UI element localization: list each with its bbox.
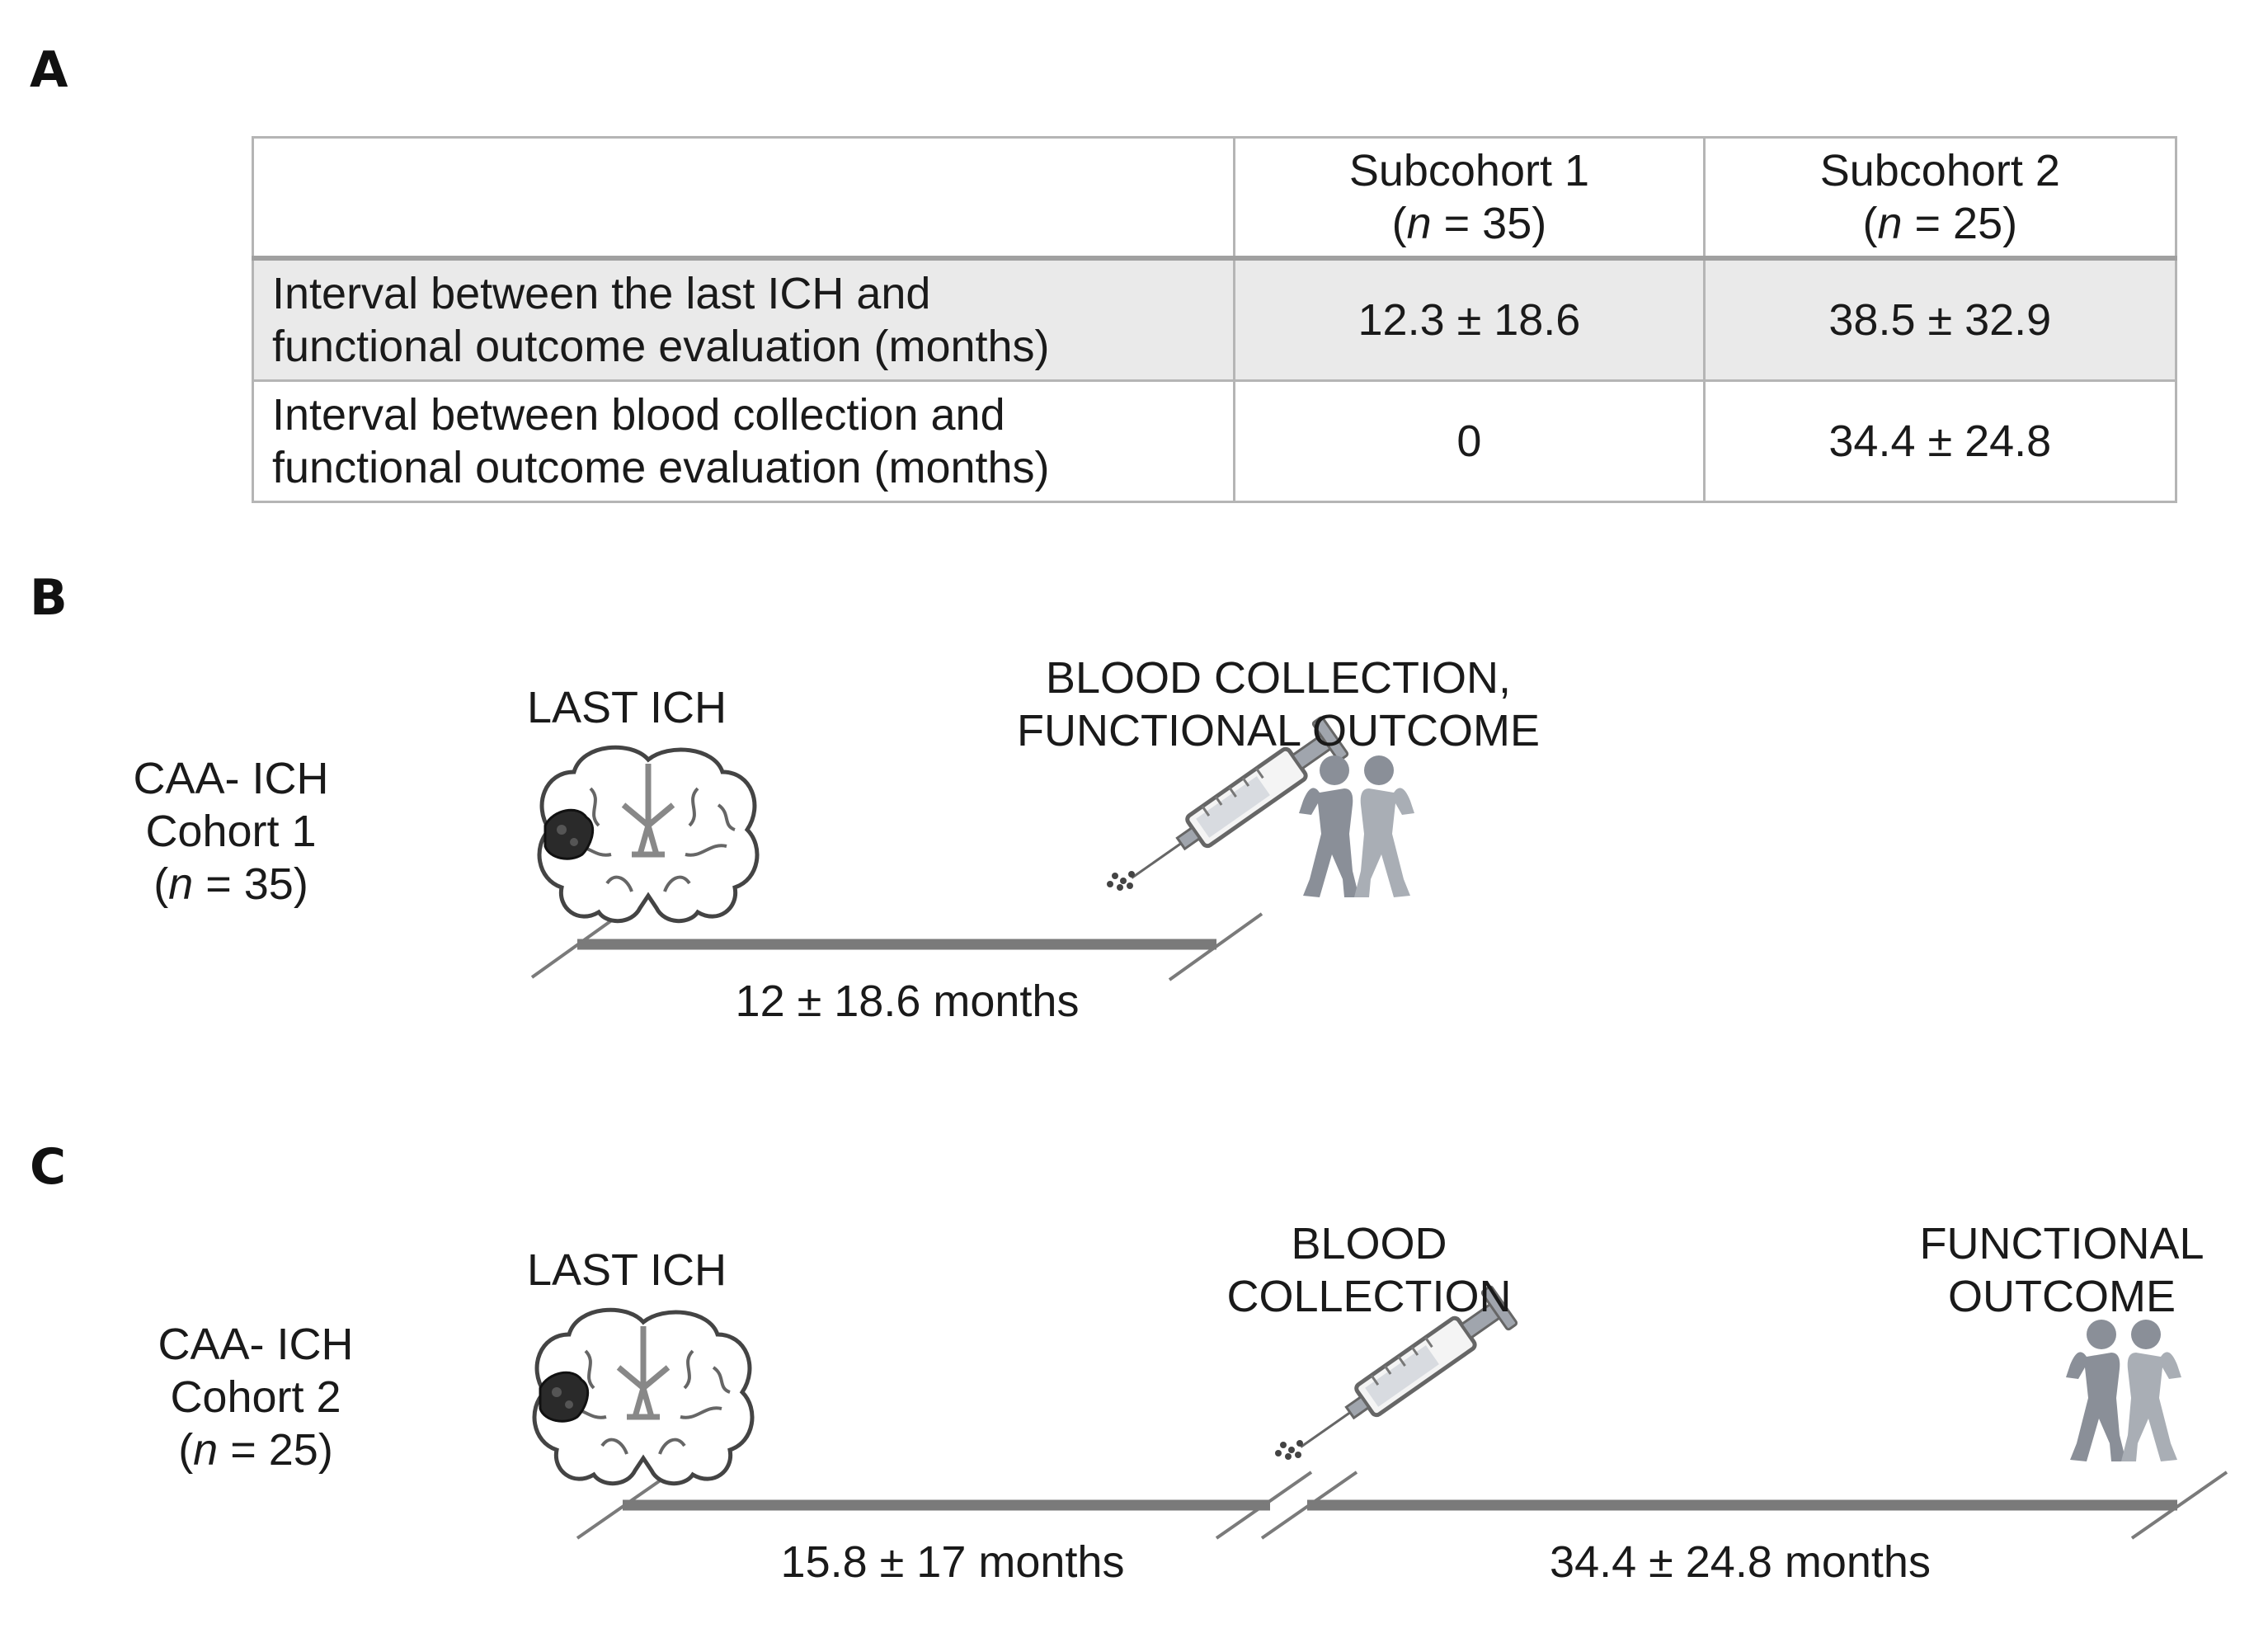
blood-drops-icon (1107, 871, 1135, 891)
panel-b-blood-functional-label: BLOOD COLLECTION, FUNCTIONAL OUTCOME (1017, 653, 1540, 755)
timeline-tick (2130, 1471, 2228, 1540)
table-cell-subcohort-1: 12.3 ± 18.6 (1233, 256, 1706, 382)
table-cell-subcohort-2: 38.5 ± 32.9 (1702, 256, 2178, 382)
panel-c-last-ich-label: LAST ICH (526, 1245, 727, 1295)
table-cell-subcohort-2: 34.4 ± 24.8 (1702, 379, 2178, 503)
blood-drops-icon (1275, 1440, 1303, 1460)
timeline-tick (1168, 912, 1263, 981)
interval-table: Subcohort 1(n = 35) Subcohort 2(n = 25) … (251, 136, 2178, 503)
table-cell-subcohort-1: 0 (1233, 379, 1706, 503)
panel-c-interval-1-label: 15.8 ± 17 months (780, 1537, 1125, 1587)
panel-letter-c: C (30, 1138, 67, 1196)
table-header-empty (251, 136, 1236, 260)
panel-b-interval-label: 12 ± 18.6 months (735, 977, 1080, 1026)
panel-c-timeline (534, 1286, 2228, 1540)
panel-letter-a: A (30, 41, 68, 99)
table-header-subcohort-1: Subcohort 1(n = 35) (1233, 136, 1706, 260)
timeline-tick (530, 910, 626, 979)
panel-c-interval-2-label: 34.4 ± 24.8 months (1550, 1537, 1931, 1587)
timeline-tick (576, 1471, 674, 1540)
panel-b-timeline (530, 717, 1414, 981)
panel-b-cohort-label: CAA- ICH Cohort 1 (n = 35) (133, 754, 329, 909)
table-header-subcohort-2: Subcohort 2(n = 25) (1702, 136, 2178, 260)
timeline-tick (1215, 1471, 1313, 1540)
panel-b-last-ich-label: LAST ICH (526, 683, 727, 732)
brain-icon (539, 747, 757, 920)
walking-figures-icon (1299, 755, 1414, 897)
panel-c-blood-collection-label: BLOOD COLLECTION (1226, 1219, 1512, 1321)
panel-c-functional-outcome-label: FUNCTIONAL OUTCOME (1919, 1219, 2204, 1321)
panel-letter-b: B (30, 569, 68, 627)
table-header-row: Subcohort 1(n = 35) Subcohort 2(n = 25) (251, 136, 2178, 260)
brain-icon (534, 1310, 752, 1483)
walking-figures-icon (2066, 1320, 2181, 1461)
panel-c-cohort-label: CAA- ICH Cohort 2 (n = 25) (158, 1320, 354, 1475)
timeline-tick (1260, 1471, 1358, 1540)
